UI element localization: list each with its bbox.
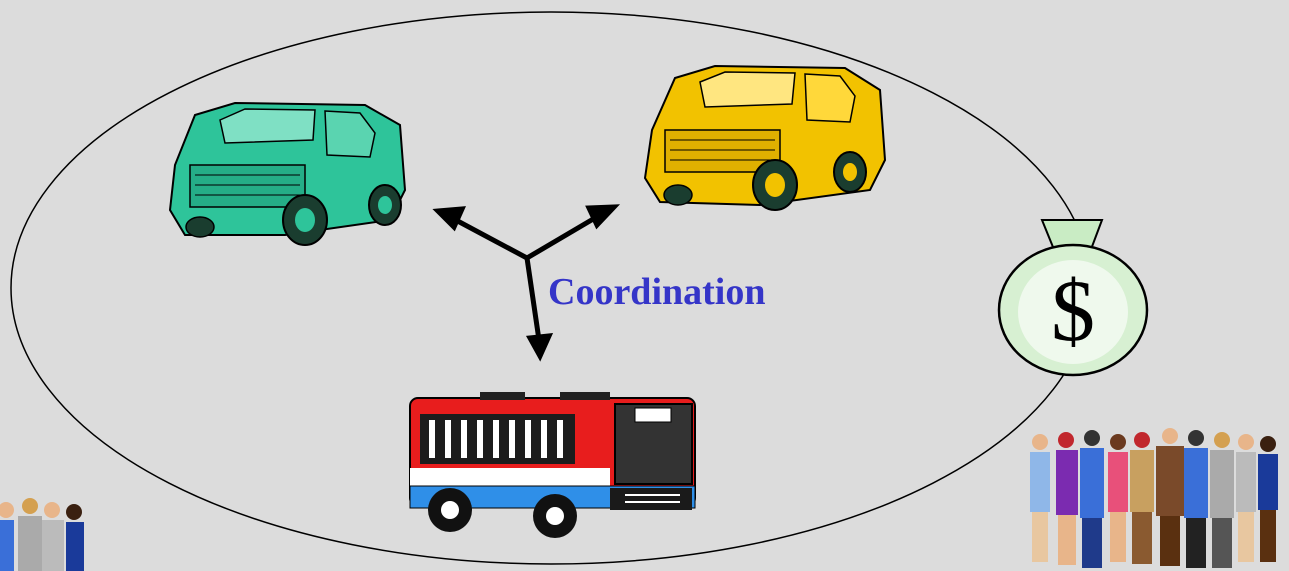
arrow-to-yellow-van (525, 212, 602, 261)
money-bag-icon: $ (997, 219, 1149, 377)
coordination-arrows (432, 204, 621, 362)
money-symbol: $ (1051, 263, 1095, 360)
teal-van-icon (168, 101, 407, 246)
arrow-head-teal-van (432, 206, 466, 232)
arrow-head-bus (525, 333, 554, 362)
arrow-head-yellow-van (585, 204, 621, 230)
bus-icon (409, 392, 696, 538)
arrow-to-bus (524, 257, 542, 341)
people-group-icon (1030, 428, 1278, 568)
people-group-icon-left (0, 498, 84, 571)
coordination-label: Coordination (548, 271, 766, 313)
arrow-to-teal-van (450, 215, 529, 261)
yellow-van-icon (643, 64, 887, 211)
